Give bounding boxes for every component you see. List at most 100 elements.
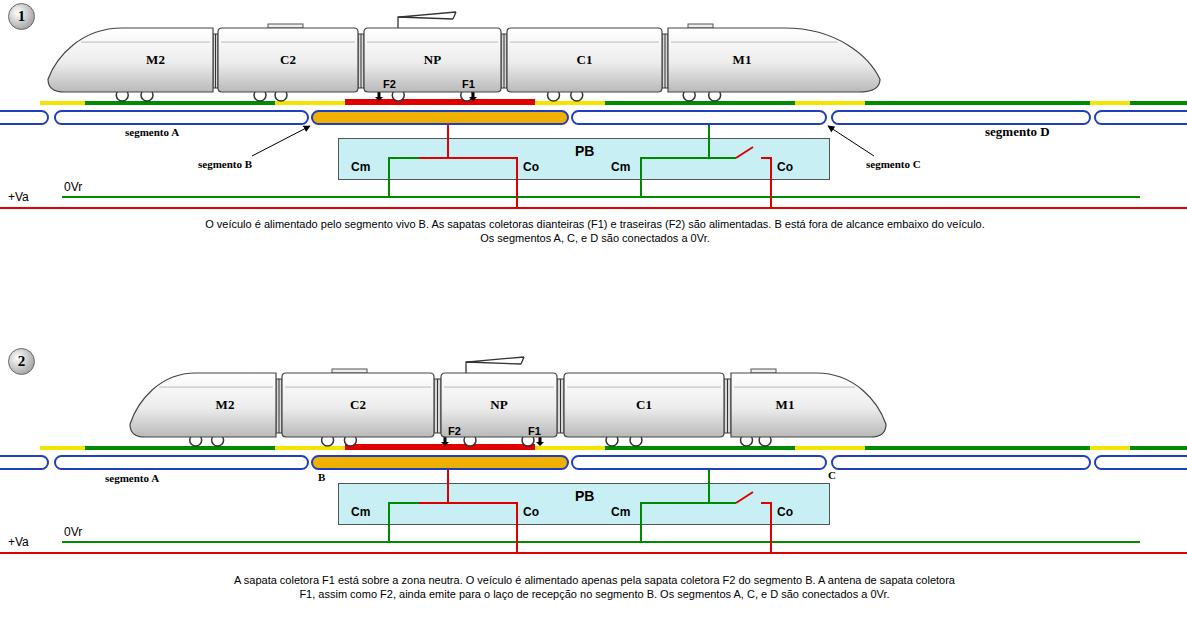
car-stripe [510,42,659,43]
rail-zone [1130,446,1187,450]
rail-zone [865,101,1090,105]
wire [736,492,753,503]
wire [709,157,736,159]
diagram-label: segmento C [866,158,921,172]
roof-equipment [688,24,713,28]
track-segment [312,111,568,124]
car-shell [218,28,358,92]
roof-equipment [751,369,776,373]
rail-zone [1090,446,1130,450]
collector-shoe [441,442,449,446]
car-label: M1 [776,397,795,413]
car-stripe [567,387,721,388]
track-segment [0,111,48,124]
car-stripe [367,42,498,43]
car-label: C1 [577,52,593,68]
diagram-label: F1 [462,78,475,92]
car-outline [668,28,880,92]
callout-circle: 1 [8,3,35,30]
car-coupler [560,379,561,433]
diagram-label: segmento A [125,126,179,140]
car-stripe [285,387,431,388]
car-stripe [81,42,210,43]
car-coupler [279,379,280,433]
car-coupler [361,34,362,88]
diagram-label: +Va [8,190,29,205]
car-shell [564,373,724,437]
car-coupler [504,34,505,88]
caption-text: A sapata coletora F1 está sobre a zona n… [232,574,957,602]
car-outline [731,373,886,437]
track-segment [312,456,568,469]
car-body: C1 [507,28,662,92]
diagram-label: F2 [383,78,396,92]
car-shell [507,28,662,92]
car-label: C1 [636,397,652,413]
box-label: Co [777,505,793,519]
car-coupler [276,379,282,433]
callout-number: 1 [18,8,26,25]
car-coupler [557,379,564,433]
box-label: PB [575,143,594,159]
rail-zone [795,446,865,450]
caption-text: O veículo é alimentado pelo segmento viv… [205,218,985,246]
track-segment [55,111,308,124]
diagram-label: segmento D [985,124,1050,140]
car-label: M2 [146,52,165,68]
wire [709,502,736,504]
zero-volt-line [62,196,1140,198]
car-label: NP [490,397,507,413]
car-shell [731,373,886,437]
leader-line [252,126,310,156]
pantograph [466,357,524,373]
wire [761,158,771,209]
box-label: PB [575,488,594,504]
rail-zone [85,101,275,105]
supply-line [0,552,1187,554]
car-stripe [221,42,355,43]
leader-line [828,126,874,156]
rail-zone [535,101,605,105]
box-label: Cm [611,160,630,174]
car-coupler [358,34,364,88]
wire [419,158,517,209]
wire [447,470,449,503]
car-coupler [434,379,441,433]
track-segment [1095,456,1187,469]
control-box: CmCoPBCmCo [338,483,830,525]
track-segment [55,456,308,469]
car-stripe [444,387,554,388]
diagram-label: segmento A [105,472,159,486]
live-zone [345,444,535,450]
wire [447,125,449,158]
car-body: C2 [218,28,358,92]
track-segment [0,456,48,469]
rail-zone [795,101,865,105]
car-shell [282,373,434,437]
car-coupler [215,34,216,88]
wire [641,470,709,543]
track-segment [1095,111,1187,124]
car-label: C2 [280,52,296,68]
callout-number: 2 [18,353,26,370]
track-segment [572,456,826,469]
wire [419,503,517,554]
car-body: M1 [731,373,886,437]
car-body: M2 [130,373,276,437]
rail-zone [40,446,85,450]
roof-equipment [268,24,303,28]
car-stripe [159,387,273,388]
diagram-label: C [828,469,836,483]
rail-zone [1090,101,1130,105]
car-shell [364,28,501,92]
wire [641,125,709,198]
car-coupler [665,34,666,88]
car-coupler [437,379,438,433]
rail-zone [535,446,605,450]
car-outline [48,28,213,92]
track-segment [832,456,1090,469]
car-shell [130,373,276,437]
diagram-label: segmento B [198,158,252,172]
panel-illustration [0,12,1187,208]
